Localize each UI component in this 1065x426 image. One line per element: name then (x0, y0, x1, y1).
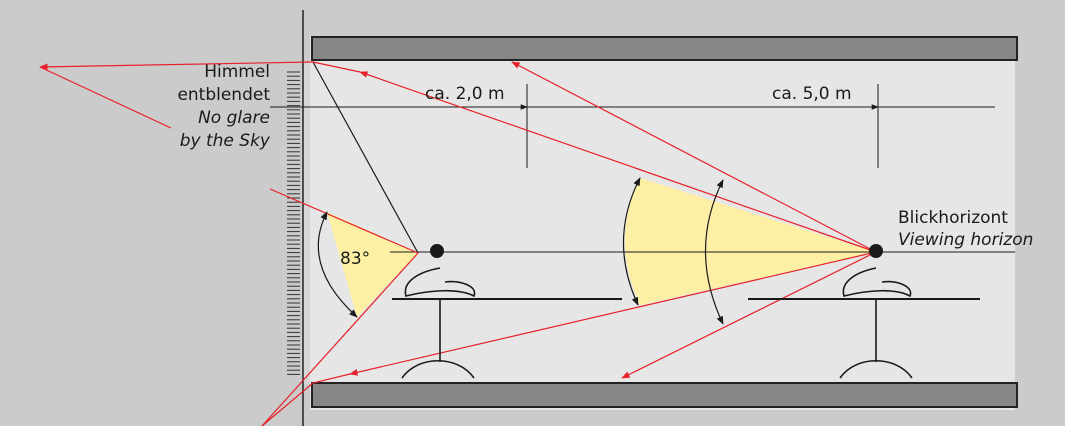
louvre-blind (287, 71, 300, 375)
horizon-label-de: Blickhorizont (898, 208, 1008, 228)
sightlines (39, 61, 877, 426)
distance-far-label: ca. 5,0 m (772, 84, 852, 104)
window-glazing (303, 62, 310, 384)
angle-arc-outer (705, 179, 724, 325)
ceiling-slab (311, 36, 1018, 61)
angle-arc-inner (622, 177, 641, 306)
person-right (839, 244, 913, 379)
horizon-label-en: Viewing horizon (898, 230, 1034, 250)
right-viewer-cone (625, 178, 876, 305)
sky-label-en: No glare (198, 108, 270, 128)
floor-slab (311, 382, 1018, 408)
angle-arc-83 (317, 211, 358, 318)
sky-label-de-2: entblendet (177, 85, 270, 105)
person-left (401, 244, 476, 379)
sky-label-de: Himmel (204, 62, 270, 82)
distance-near-label: ca. 2,0 m (425, 84, 505, 104)
angle-label: 83° (340, 249, 371, 269)
window-head-sightline (312, 61, 419, 254)
sky-label-en-2: by the Sky (179, 131, 270, 151)
